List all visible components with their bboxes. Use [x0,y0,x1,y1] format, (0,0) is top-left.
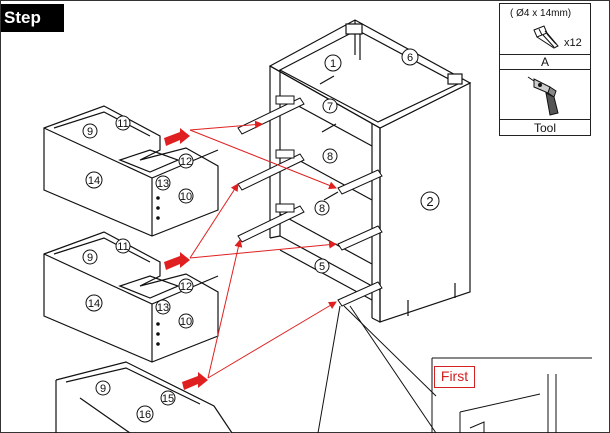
drawer2-part-11: 11 [117,241,128,253]
drawer1-part-12: 12 [180,156,192,168]
part-1-label: 1 [330,58,336,70]
drawer2-part-13: 13 [157,302,169,314]
drawer-slides [237,95,383,307]
part-2-label: 2 [426,194,433,209]
drawer-middle [43,231,219,363]
hardware-quantity: x12 [564,37,582,49]
screw-icon [533,25,559,49]
drawer1-part-13: 13 [157,178,169,190]
hardware-id-row: A [500,54,590,69]
drawer3-part-16: 16 [139,409,151,421]
part-5-label: 5 [319,261,325,273]
drawer-bottom [55,361,233,433]
cabinet [268,19,472,323]
drawer2-part-14: 14 [88,298,100,310]
drawer1-part-14: 14 [88,175,100,187]
drawer2-part-10: 10 [180,316,192,328]
drawer-top [43,105,219,237]
step-badge: Step 16 [0,4,64,55]
part-8a-label: 8 [327,151,333,163]
hardware-legend: ( Ø4 x 14mm) x12 A [499,3,591,136]
part-8b-label: 8 [319,203,325,215]
drawer3-part-15: 15 [162,393,174,405]
tool-image-row [500,69,590,120]
drawer2-part-12: 12 [180,281,192,293]
hardware-id: A [540,55,549,69]
drawer1-part-10: 10 [180,191,192,203]
part-6-label: 6 [407,52,413,64]
tool-label-row: Tool [500,119,590,137]
hardware-spec: ( Ø4 x 14mm) [510,8,572,19]
drawer2-part-9: 9 [87,252,93,264]
tool-label: Tool [533,121,556,135]
part-7-label: 7 [327,101,333,113]
insert-arrows [164,128,208,390]
part-labels: 1 6 7 8 8 5 2 9 11 14 12 13 10 [82,48,440,423]
electric-screwdriver-icon [527,76,559,116]
drawer1-part-9: 9 [87,126,93,138]
alignment-lines [189,120,337,379]
drawer3-part-9: 9 [100,383,106,395]
drawer1-part-11: 11 [117,118,128,130]
first-callout: First [434,366,475,388]
